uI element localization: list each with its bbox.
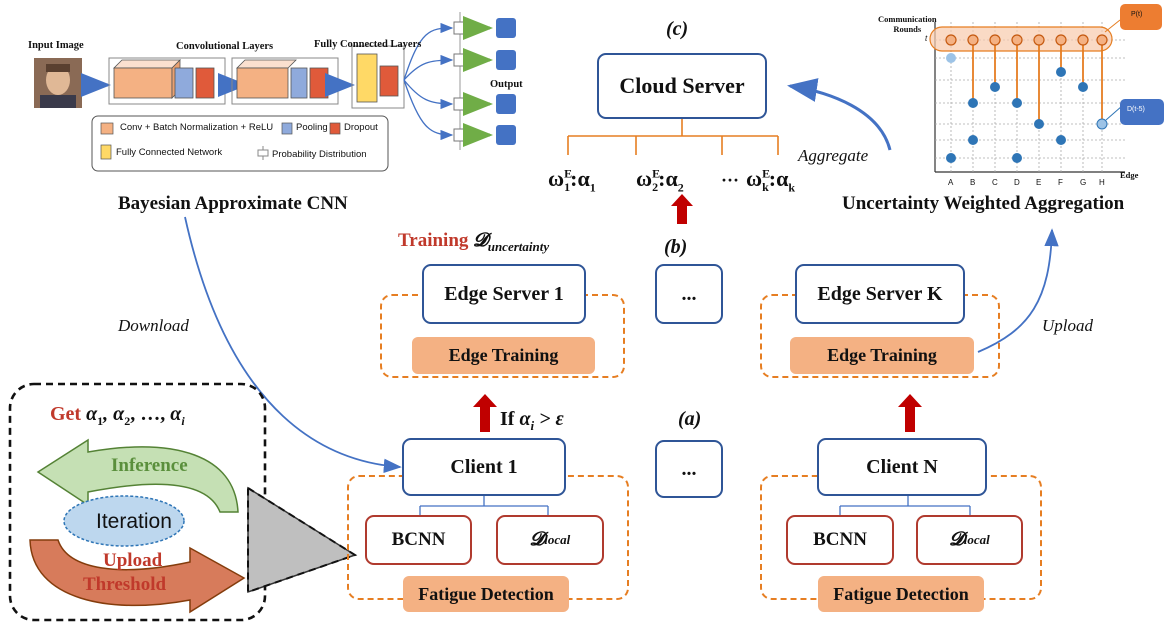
legend-pool: Pooling bbox=[296, 122, 328, 133]
cloud-tag: (c) bbox=[666, 18, 689, 40]
uwa-tick-g: G bbox=[1080, 178, 1087, 187]
iteration-label: Iteration bbox=[96, 510, 172, 533]
legend-fc: Fully Connected Network bbox=[116, 147, 223, 158]
upload-threshold-label-1: Upload bbox=[103, 550, 163, 571]
uwa-tick-f: F bbox=[1058, 178, 1063, 187]
inference-label: Inference bbox=[111, 455, 188, 476]
uwa-tick-e: E bbox=[1036, 178, 1042, 187]
legend-prob: Probability Distribution bbox=[272, 149, 367, 160]
cnn-caption: Bayesian Approximate CNN bbox=[118, 193, 348, 214]
uwa-caption: Uncertainty Weighted Aggregation bbox=[842, 193, 1125, 214]
fatigue-detection-1: Fatigue Detection bbox=[403, 576, 569, 612]
aggregate-label: Aggregate bbox=[798, 146, 869, 165]
cloud-weight-ellipsis: ··· bbox=[721, 170, 740, 190]
edge-server-1-box: Edge Server 1 bbox=[422, 264, 586, 324]
cnn-input-label: Input Image bbox=[28, 40, 84, 51]
edge-server-k-box: Edge Server K bbox=[795, 264, 965, 324]
client-n-box: Client N bbox=[817, 438, 987, 496]
legend-dropout: Dropout bbox=[344, 122, 378, 133]
threshold-condition: If αi > ε bbox=[500, 408, 564, 433]
uwa-callout-top: P(t) bbox=[1131, 11, 1143, 18]
get-alpha-label: Get α1, α2, …, αi bbox=[50, 403, 185, 428]
uwa-tick-h: H bbox=[1099, 178, 1105, 187]
cnn-output-label: Output bbox=[490, 79, 523, 90]
cnn-conv-label: Convolutional Layers bbox=[176, 41, 274, 52]
fatigue-detection-n: Fatigue Detection bbox=[818, 576, 984, 612]
cloud-tree bbox=[567, 119, 779, 155]
edge-training-k: Edge Training bbox=[790, 337, 974, 374]
training-uncertainty-label: Training 𝓓uncertainty bbox=[398, 230, 550, 254]
cloud-weight-k: ωEk:αk bbox=[746, 166, 796, 195]
cnn-figure bbox=[34, 12, 516, 172]
uwa-tick-c: C bbox=[992, 178, 998, 187]
client-tag: (a) bbox=[678, 408, 702, 430]
client-middle-box: ... bbox=[655, 440, 723, 498]
client-1-box: Client 1 bbox=[402, 438, 566, 496]
upload-threshold-label-2: Threshold bbox=[83, 574, 167, 595]
uwa-t-label: t bbox=[925, 34, 928, 43]
uwa-chart bbox=[929, 4, 1164, 173]
legend-conv: Conv + Batch Normalization + ReLU bbox=[120, 122, 274, 133]
cloud-weight-2: ωE2:α2 bbox=[636, 166, 684, 195]
edge-server-middle-box: ... bbox=[655, 264, 723, 324]
cloud-weight-1: ωE1:α1 bbox=[548, 166, 596, 195]
cnn-fc-label: Fully Connected Layers bbox=[314, 39, 422, 50]
edge-training-1: Edge Training bbox=[412, 337, 595, 374]
uwa-tick-d: D bbox=[1014, 178, 1020, 187]
uwa-tick-a: A bbox=[948, 178, 954, 187]
edge-tag: (b) bbox=[664, 236, 688, 258]
uwa-tick-b: B bbox=[970, 178, 976, 187]
upload-label: Upload bbox=[1042, 316, 1093, 335]
download-label: Download bbox=[118, 316, 189, 335]
uwa-callout-right: D(t-5) bbox=[1127, 106, 1145, 113]
uwa-xlabel: Edge bbox=[1120, 170, 1139, 180]
bcnn-box-1: BCNN bbox=[365, 515, 472, 565]
bcnn-box-n: BCNN bbox=[786, 515, 894, 565]
red-arrows bbox=[473, 194, 922, 432]
cloud-server-box: Cloud Server bbox=[597, 53, 767, 119]
